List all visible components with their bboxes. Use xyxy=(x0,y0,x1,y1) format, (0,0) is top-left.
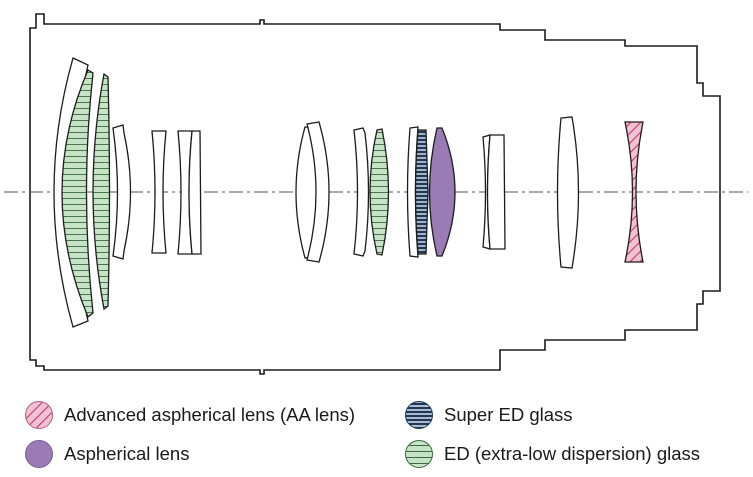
ed-lens-front-2 xyxy=(92,72,111,311)
ed-lens-middle xyxy=(369,128,390,256)
lens-element-9 xyxy=(306,121,330,263)
lens-element-5 xyxy=(151,130,167,254)
solid-purple-circle-icon xyxy=(25,440,53,468)
legend-item-super-ed-glass: Super ED glass xyxy=(404,398,573,432)
navy-striped-circle-icon xyxy=(405,401,433,429)
legend-item-aspherical-lens: Aspherical lens xyxy=(24,437,189,471)
lens-element-16 xyxy=(486,134,506,250)
super-ed-lens xyxy=(414,129,429,255)
aspherical-lens xyxy=(428,127,456,257)
legend-item-ed-glass: ED (extra-low dispersion) glass xyxy=(404,437,700,471)
legend: Advanced aspherical lens (AA lens) Asphe… xyxy=(0,398,753,477)
lens-barrel-outline xyxy=(29,13,721,375)
aa-lens xyxy=(624,121,644,263)
green-striped-circle-icon xyxy=(405,440,433,468)
ed-lens-front-1 xyxy=(61,69,94,319)
hatched-pink-circle-icon xyxy=(25,401,53,429)
legend-label-aa-lens: Advanced aspherical lens (AA lens) xyxy=(64,404,356,425)
legend-label-aspherical-lens: Aspherical lens xyxy=(64,443,190,464)
lens-element-7 xyxy=(188,130,202,255)
legend-label-ed-glass: ED (extra-low dispersion) glass xyxy=(444,443,701,464)
legend-label-super-ed-glass: Super ED glass xyxy=(444,404,573,425)
legend-item-aa-lens: Advanced aspherical lens (AA lens) xyxy=(24,398,355,432)
lens-element-4 xyxy=(112,124,132,260)
lens-element-17 xyxy=(556,116,580,269)
lens-element-10 xyxy=(353,127,370,257)
lens-construction-diagram xyxy=(4,13,748,375)
